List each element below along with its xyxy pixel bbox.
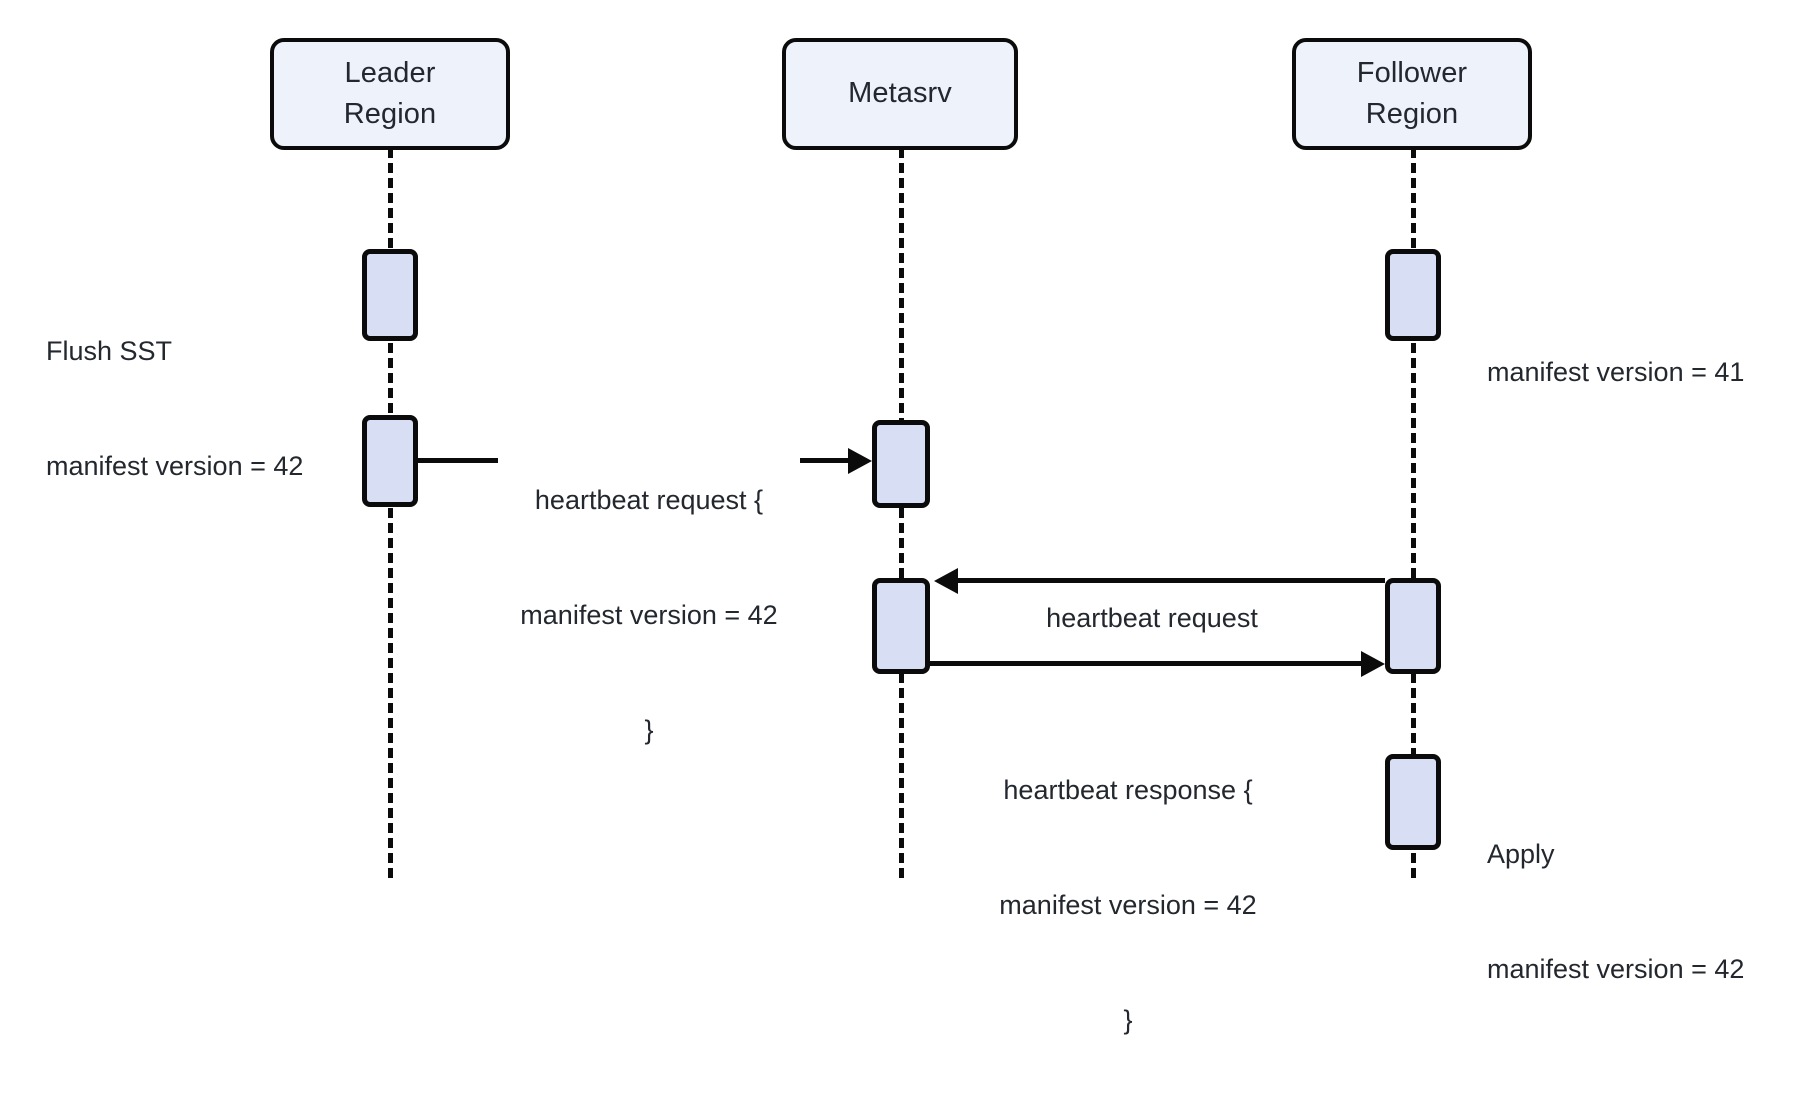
note-flush-sst: Flush SST manifest version = 42 xyxy=(46,255,366,562)
participant-leader-region-line1: Leader xyxy=(344,56,436,89)
participant-leader-region[interactable]: Leader Region xyxy=(270,38,510,150)
arrowhead-heartbeat-response xyxy=(1361,651,1385,677)
note-follower-manifest-version-line1: manifest version = 41 xyxy=(1487,356,1745,387)
note-flush-sst-line2: manifest version = 42 xyxy=(46,450,304,481)
note-follower-manifest-version: manifest version = 41 xyxy=(1487,276,1787,468)
note-apply-line1: Apply xyxy=(1487,838,1555,869)
lifeline-follower xyxy=(1411,148,1416,878)
message-label-line-3: } xyxy=(1123,1004,1133,1035)
message-label-line-1: heartbeat request { xyxy=(534,484,764,515)
note-apply-line2: manifest version = 42 xyxy=(1487,953,1745,984)
message-label-line-2: manifest version = 42 xyxy=(520,599,778,630)
message-line-heartbeat-request-leader-b xyxy=(800,458,848,463)
message-label-line-2: manifest version = 42 xyxy=(999,889,1257,920)
message-label-line-1: heartbeat response { xyxy=(1003,774,1253,805)
arrowhead-heartbeat-request-follower xyxy=(934,568,958,594)
participant-leader-region-line2: Region xyxy=(343,98,437,130)
sequence-diagram-canvas: Leader Region Metasrv Follower Region he… xyxy=(46,38,1787,1035)
message-label-heartbeat-request-follower: heartbeat request xyxy=(932,522,1372,714)
lifeline-metasrv xyxy=(899,148,904,878)
activation-follower-heartbeat[interactable] xyxy=(1385,578,1441,674)
note-apply-manifest-version: Apply manifest version = 42 xyxy=(1487,758,1787,1065)
note-flush-sst-line1: Flush SST xyxy=(46,335,173,366)
arrowhead-heartbeat-request-leader xyxy=(848,448,872,474)
participant-metasrv-line1: Metasrv xyxy=(848,77,952,110)
participant-metasrv[interactable]: Metasrv xyxy=(782,38,1018,150)
message-line-heartbeat-request-follower xyxy=(958,578,1385,583)
participant-follower-region-line2: Region xyxy=(1365,98,1459,130)
activation-leader-heartbeat[interactable] xyxy=(362,415,418,507)
lifeline-leader xyxy=(388,148,393,878)
activation-leader-flush[interactable] xyxy=(362,249,418,341)
activation-metasrv-follower-exchange[interactable] xyxy=(872,578,930,674)
message-line-heartbeat-request-leader xyxy=(418,458,498,463)
participant-follower-region[interactable]: Follower Region xyxy=(1292,38,1532,150)
message-label-line-3: } xyxy=(644,714,654,745)
message-label-heartbeat-request-leader: heartbeat request { manifest version = 4… xyxy=(498,404,800,826)
message-line-heartbeat-response xyxy=(930,661,1361,666)
activation-metasrv-leader-heartbeat[interactable] xyxy=(872,420,930,508)
message-label-line-1: heartbeat request xyxy=(1046,602,1258,633)
activation-follower-apply[interactable] xyxy=(1385,754,1441,850)
message-label-heartbeat-response: heartbeat response { manifest version = … xyxy=(908,694,1348,1116)
participant-follower-region-line1: Follower xyxy=(1356,56,1468,89)
activation-follower-initial[interactable] xyxy=(1385,249,1441,341)
